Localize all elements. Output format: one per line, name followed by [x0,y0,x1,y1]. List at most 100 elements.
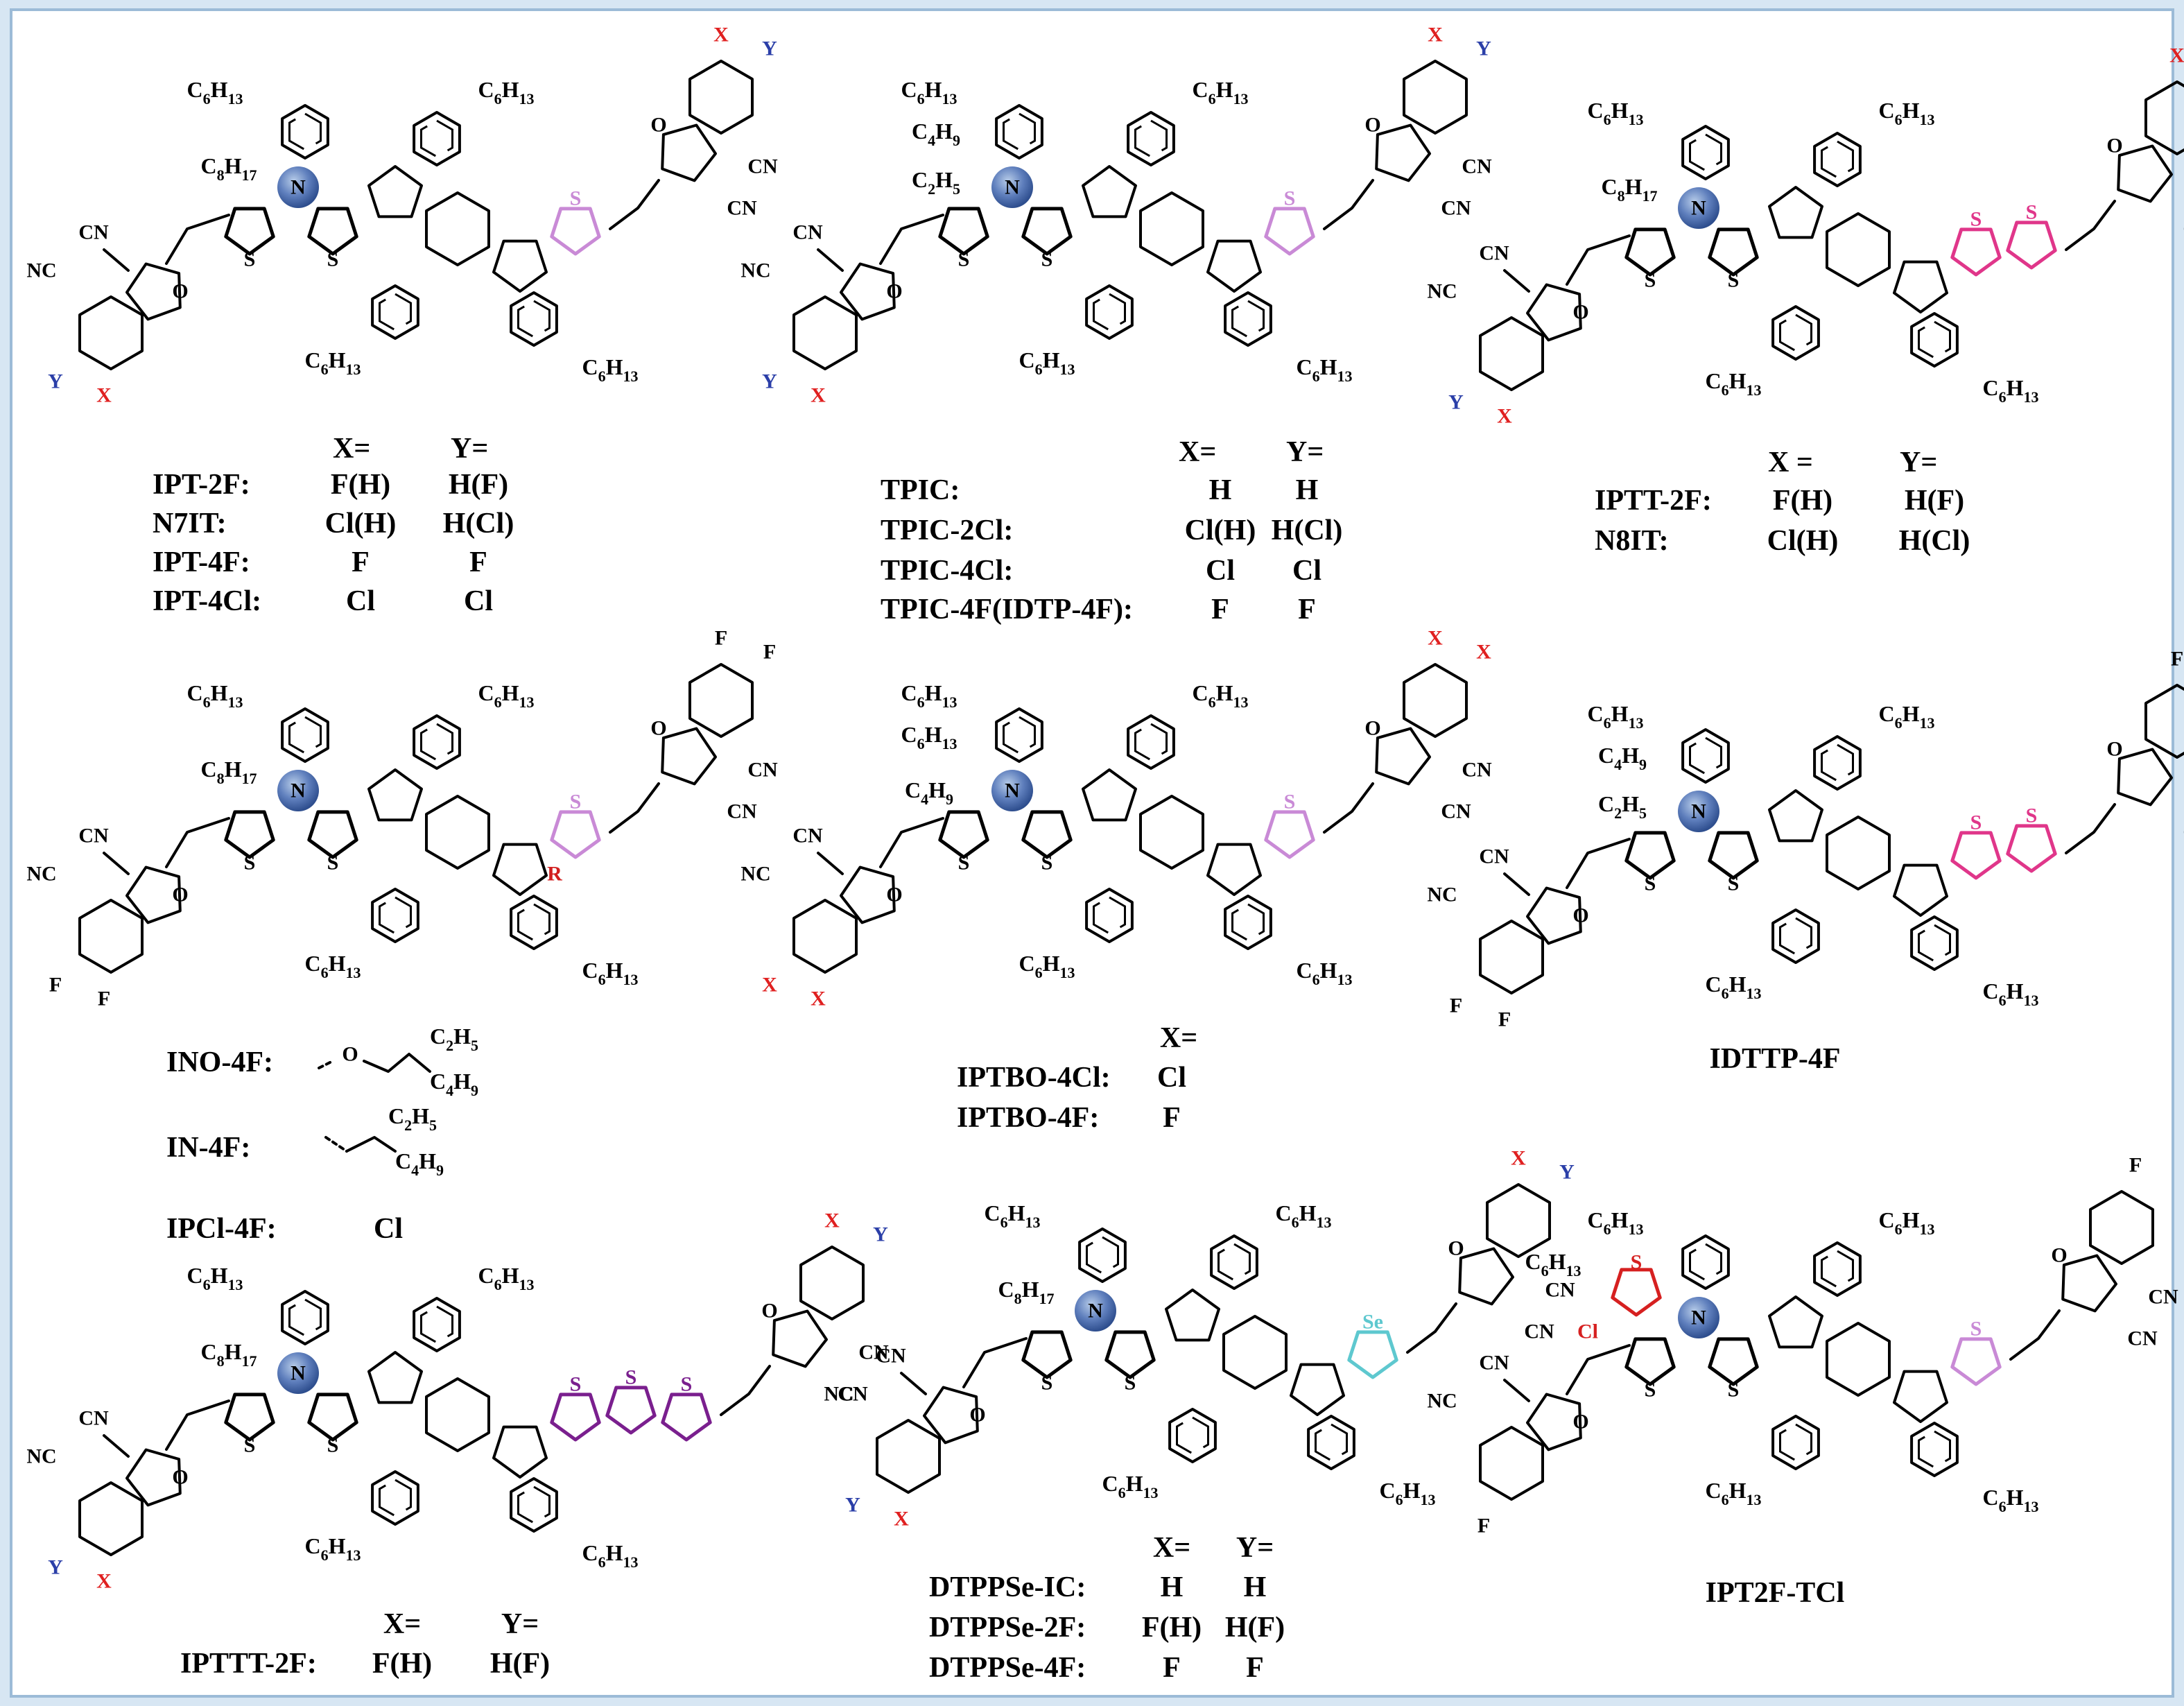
tpic-row-x: F [1211,594,1229,626]
upper-phenyl-1 [995,104,1043,160]
upper-phenyl-2-inner [1134,723,1168,761]
ino-r-ethyl: C2H5 [430,1024,478,1054]
lower-phenyl-1-inner [1093,293,1126,331]
left-cn-top: CN [78,1407,109,1430]
left-endgroup-benzene [792,899,858,974]
right-endgroup-benzene [1403,60,1468,135]
lower-phenyl-2 [1224,895,1272,950]
core-thiophene-2 [1021,207,1073,256]
core-thiophene-2-atom: S [327,852,339,874]
ipt-row-x: F(H) [331,469,390,501]
lower-hexyl-2: C6H13 [1297,958,1353,988]
tpic-row-y: F [1298,594,1316,626]
ipt2ftcl-name: IPT2F-TCl [1706,1577,1845,1609]
dtppse-row-y: F [1246,1652,1264,1684]
ipttt-header-y: Y= [501,1608,539,1640]
core-thiophene-2 [1708,1337,1759,1386]
right-carbonyl-o: O [761,1300,777,1322]
left-carbonyl-o: O [1572,301,1588,324]
lower-phenyl-1 [371,1470,419,1526]
core-nitrogen [1678,187,1719,229]
chlorothiophene-cl: Cl [1577,1320,1598,1343]
dtppse-row-name: DTPPSe-2F: [929,1612,1086,1644]
ipt-row-x: Cl(H) [325,508,397,540]
right-carbonyl-o: O [1448,1237,1464,1260]
right-endgroup-benzene [1486,1183,1551,1258]
left-nc: NC [26,1445,56,1468]
core-benzene [1826,816,1891,890]
upper-phenyl-1-inner [1689,133,1722,172]
core-cyclopentadiene-2 [1206,843,1262,896]
left-cn-top: CN [792,825,823,847]
right-vinyl-bond [720,1365,771,1416]
left-x-label: X [1497,405,1512,428]
right-endgroup-cyclopentanone [772,1309,828,1368]
core-thiophene-2-atom: S [1728,1379,1740,1402]
upper-phenyl-2-inner [1134,119,1168,158]
core-nitrogen-label: N [291,1362,306,1385]
iptbo-row-x-1: F [1163,1102,1181,1134]
right-y-label: Y [1559,1161,1575,1184]
figure-panel [10,8,2174,1698]
lower-phenyl-1 [1771,1415,1820,1470]
tpic-row-x: Cl(H) [1185,515,1256,546]
right-vinyl-bond [1323,179,1374,230]
upper-hexyl-2: C6H13 [1879,701,1935,732]
core-thiophene-2 [307,810,358,859]
tpic-row-name: TPIC-4F(IDTP-4F): [881,594,1133,626]
core-nitrogen [1678,791,1719,832]
left-vinyl-bond [165,817,230,868]
core-nitrogen-label: N [1088,1300,1103,1322]
upper-hexyl-2: C6H13 [478,77,535,107]
acceptor-side-ring-1 [550,810,601,859]
core-thiophene-2-atom: S [1728,872,1740,895]
n-octyl-chain: C8H17 [1602,174,1658,205]
right-carbonyl-o: O [1364,717,1380,740]
core-benzene [425,191,490,266]
ipt-row-name: IPT-4Cl: [153,585,261,617]
right-endgroup-benzene [688,663,754,738]
ino-r-oxygen: O [342,1043,358,1066]
right-carbonyl-o: O [650,114,666,137]
right-endgroup-benzene [1403,663,1468,738]
iptt-header-x: X = [1768,447,1813,479]
core-nitrogen-label: N [291,779,306,802]
left-vinyl-bond [962,1337,1028,1388]
left-cn-top: CN [792,221,823,244]
ipttt-row-y: H(F) [490,1648,550,1680]
core-thiophene-1 [1624,1337,1676,1386]
lower-hexyl-1: C6H13 [305,347,361,378]
left-endgroup-benzene [1479,920,1544,994]
right-endgroup-cyclopentanone [1458,1247,1514,1306]
lower-phenyl-1-inner [1093,896,1126,935]
ino-value-2: Cl [374,1213,403,1245]
core-thiophene-2 [1104,1330,1156,1379]
iptt-header-y: Y= [1900,447,1937,479]
right-carbonyl-o: O [2051,1244,2067,1267]
lower-phenyl-1 [371,284,419,340]
left-cn-top: CN [1479,845,1509,868]
core-cyclopentadiene-2 [1893,863,1948,917]
left-nc: NC [1427,1390,1457,1413]
left-endgroup-benzene [1479,316,1544,391]
upper-phenyl-2 [1210,1234,1258,1290]
lower-phenyl-1-inner [379,896,412,935]
core-cyclopentadiene-1 [367,1351,423,1404]
lower-phenyl-2 [510,1477,558,1533]
upper-hexyl-2: C6H13 [1193,77,1249,107]
n-octyl-chain: C8H17 [998,1277,1055,1307]
upper-phenyl-2-inner [1821,1250,1854,1289]
right-x-label: X [713,24,729,46]
core-nitrogen [991,770,1033,811]
n-butyl-chain: C4H9 [912,119,960,149]
upper-hexyl-1: C6H13 [901,680,957,711]
lower-hexyl-2: C6H13 [1983,1485,2039,1515]
right-endgroup-benzene [2144,80,2184,155]
lower-phenyl-2-inner [517,1485,551,1524]
left-endgroup-benzene [78,1481,144,1556]
core-nitrogen [277,166,319,208]
n-octyl-chain: C8H17 [201,757,257,787]
right-vinyl-bond [1406,1302,1457,1354]
